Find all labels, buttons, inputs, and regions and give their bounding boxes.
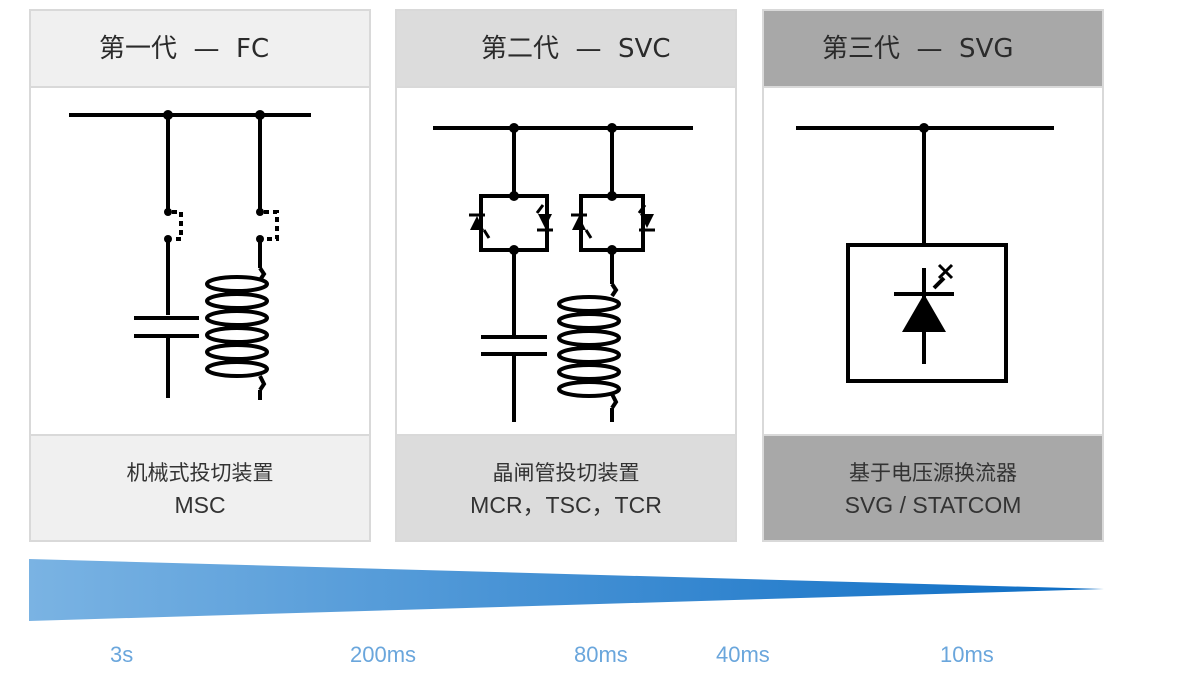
- panel-caption: 机械式投切装置 MSC: [31, 434, 369, 540]
- fc-circuit-diagram: [69, 110, 311, 400]
- caption-line2: SVG / STATCOM: [844, 492, 1022, 518]
- capacitor-symbol: [134, 316, 199, 398]
- panel-caption: 晶闸管投切装置 MCR，TSC，TCR: [397, 434, 735, 540]
- mechanical-switch-left: [164, 115, 183, 315]
- panel-title: 第三代 — SVG: [764, 11, 1102, 88]
- panel-svc: 第二代 — SVC: [395, 9, 737, 542]
- caption-line2: MCR，TSC，TCR: [470, 492, 662, 518]
- caption-line2: MSC: [174, 492, 226, 518]
- thyristor-valve-right: [571, 191, 655, 255]
- svc-circuit-diagram: [433, 123, 693, 422]
- timeline-label-80ms: 80ms: [574, 642, 628, 667]
- thyristor-valve-left: [469, 191, 553, 255]
- timeline-label-200ms: 200ms: [350, 642, 417, 667]
- response-time-wedge: [29, 559, 1104, 621]
- panel-title: 第一代 — FC: [31, 11, 369, 88]
- mechanical-switch-right: [256, 115, 279, 268]
- caption-line1: 机械式投切装置: [126, 461, 274, 485]
- panel-caption: 基于电压源换流器 SVG / STATCOM: [764, 434, 1102, 540]
- timeline-label-10ms: 10ms: [940, 642, 994, 667]
- timeline-label-3s: 3s: [110, 642, 134, 667]
- capacitor-symbol: [481, 250, 547, 422]
- caption-line1: 晶闸管投切装置: [492, 461, 640, 485]
- panel-title: 第二代 — SVC: [397, 11, 735, 88]
- svg-circuit-diagram: [796, 123, 1054, 383]
- reactor-coil: [557, 250, 621, 422]
- panel-svg: 第三代 — SVG 基于电压源换流器 SVG / STATCOM: [762, 9, 1104, 542]
- reactor-coil: [205, 266, 269, 400]
- panel-fc: 第一代 — FC: [29, 9, 371, 542]
- voltage-source-converter: [846, 243, 1008, 383]
- caption-line1: 基于电压源换流器: [849, 461, 1017, 485]
- timeline-label-40ms: 40ms: [716, 642, 770, 667]
